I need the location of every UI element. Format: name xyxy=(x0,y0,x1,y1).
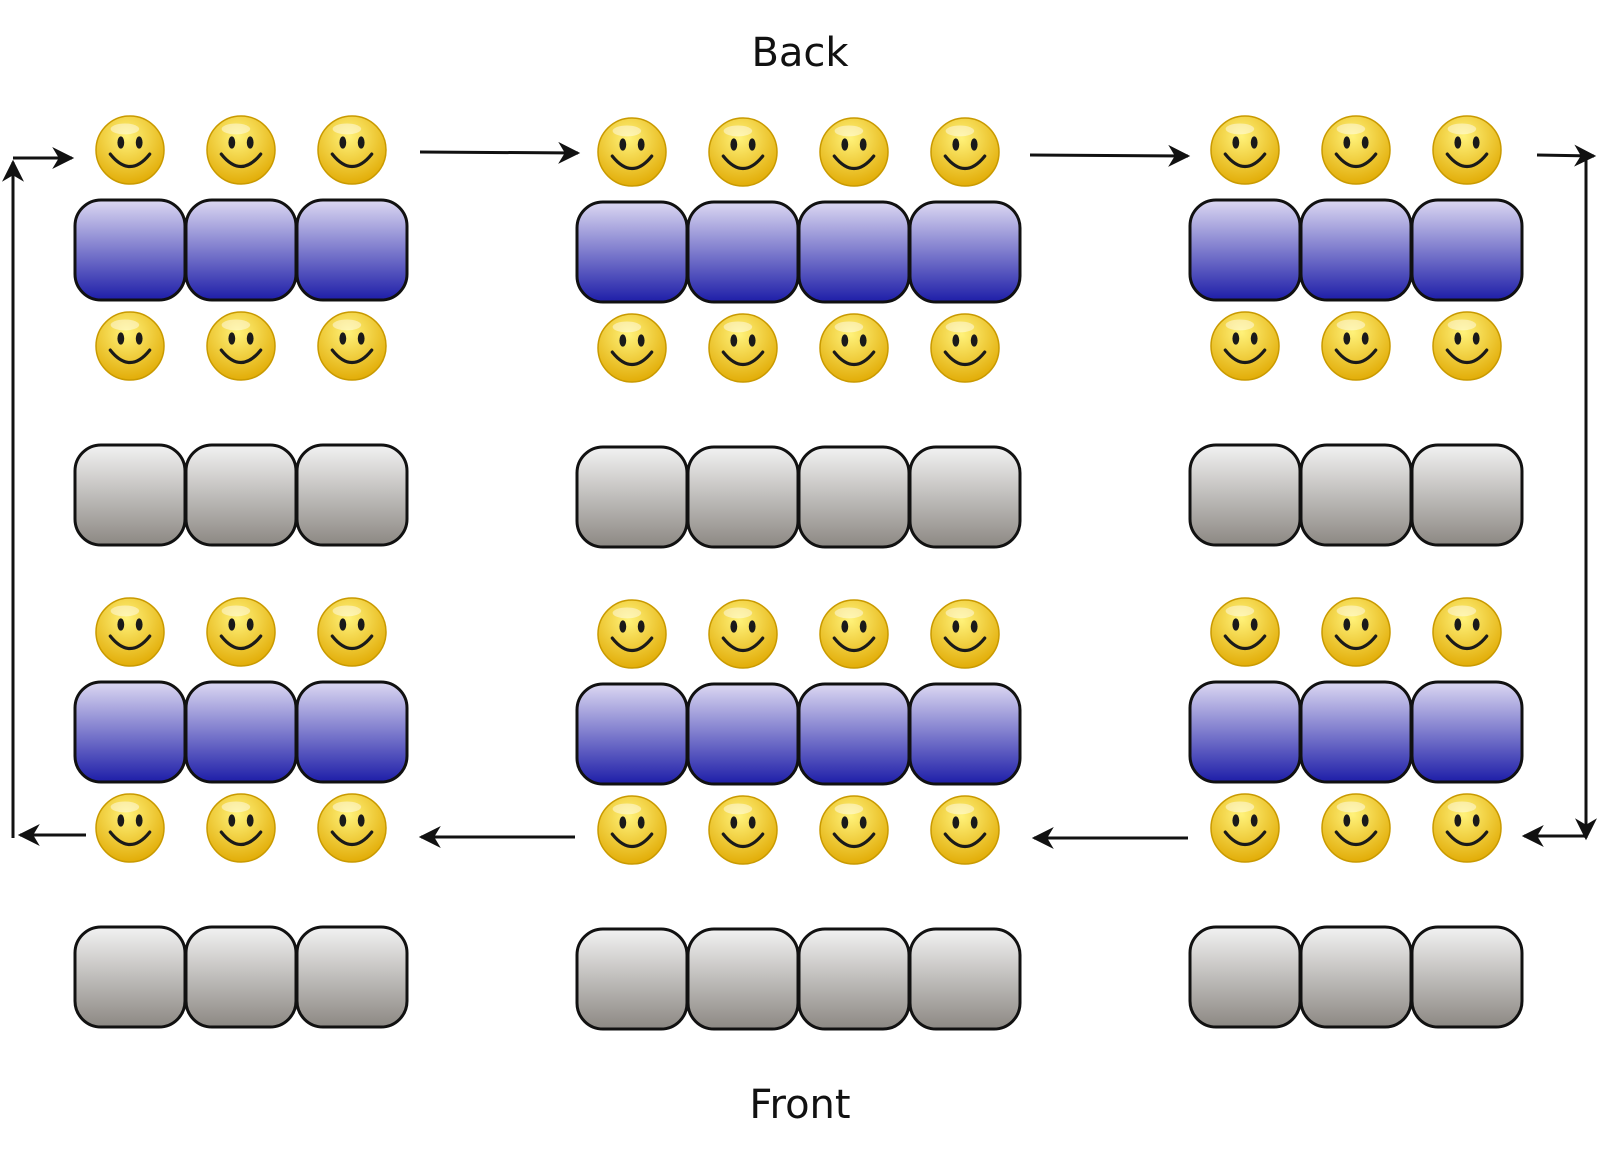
smiley-face-icon xyxy=(707,312,779,384)
desk-block xyxy=(1188,198,1302,302)
table-block xyxy=(575,927,689,1031)
table-block xyxy=(73,443,187,547)
smiley-face-icon xyxy=(707,116,779,188)
smiley-face-icon xyxy=(707,794,779,866)
smiley-face-icon xyxy=(596,312,668,384)
desk-group-back-right xyxy=(1188,114,1524,547)
smiley-face-icon xyxy=(94,114,166,186)
smiley-face-icon xyxy=(205,792,277,864)
smiley-face-icon xyxy=(818,116,890,188)
desk-block xyxy=(797,682,911,786)
desk-block xyxy=(575,682,689,786)
smiley-face-icon xyxy=(596,598,668,670)
smiley-face-icon xyxy=(596,794,668,866)
table-block xyxy=(575,445,689,549)
table-block xyxy=(908,445,1022,549)
desk-block xyxy=(1188,680,1302,784)
desk-block xyxy=(184,680,298,784)
desk-block xyxy=(686,682,800,786)
smiley-face-icon xyxy=(929,598,1001,670)
desk-block xyxy=(575,200,689,304)
desk-block xyxy=(908,682,1022,786)
table-block xyxy=(1188,443,1302,547)
table-block xyxy=(184,443,298,547)
smiley-face-icon xyxy=(707,598,779,670)
smiley-face-icon xyxy=(818,794,890,866)
desk-block xyxy=(295,198,409,302)
desk-group-front-left xyxy=(73,596,409,1029)
arrow-icon xyxy=(1536,144,1597,167)
smiley-face-icon xyxy=(818,312,890,384)
desk-block xyxy=(73,680,187,784)
smiley-face-icon xyxy=(1320,792,1392,864)
desk-block xyxy=(1410,198,1524,302)
smiley-face-icon xyxy=(205,596,277,668)
smiley-face-icon xyxy=(818,598,890,670)
smiley-face-icon xyxy=(596,116,668,188)
table-block xyxy=(686,927,800,1031)
smiley-face-icon xyxy=(1209,114,1281,186)
table-block xyxy=(686,445,800,549)
smiley-face-icon xyxy=(316,114,388,186)
smiley-face-icon xyxy=(316,310,388,382)
desk-block xyxy=(184,198,298,302)
smiley-face-icon xyxy=(205,310,277,382)
table-block xyxy=(797,445,911,549)
table-block xyxy=(1188,925,1302,1029)
smiley-face-icon xyxy=(1320,114,1392,186)
smiley-face-icon xyxy=(1431,310,1503,382)
desk-block xyxy=(73,198,187,302)
back-label: Back xyxy=(751,30,849,76)
table-block xyxy=(184,925,298,1029)
table-block xyxy=(1410,925,1524,1029)
arrow-icon xyxy=(419,141,581,164)
table-block xyxy=(73,925,187,1029)
smiley-face-icon xyxy=(205,114,277,186)
table-block xyxy=(1410,443,1524,547)
table-block xyxy=(295,925,409,1029)
table-block xyxy=(295,443,409,547)
smiley-face-icon xyxy=(316,792,388,864)
desk-block xyxy=(908,200,1022,304)
smiley-face-icon xyxy=(94,792,166,864)
table-block xyxy=(908,927,1022,1031)
smiley-face-icon xyxy=(1431,792,1503,864)
desk-group-back-left xyxy=(73,114,409,547)
desk-block xyxy=(1299,680,1413,784)
rotation-arrows xyxy=(1,141,1597,849)
smiley-face-icon xyxy=(1320,310,1392,382)
smiley-face-icon xyxy=(94,310,166,382)
desk-block xyxy=(686,200,800,304)
desk-group-front-center xyxy=(575,598,1022,1031)
smiley-face-icon xyxy=(929,312,1001,384)
desk-block xyxy=(1299,198,1413,302)
table-block xyxy=(797,927,911,1031)
smiley-face-icon xyxy=(1431,596,1503,668)
desk-group-front-right xyxy=(1188,596,1524,1029)
desk-group-back-center xyxy=(575,116,1022,549)
table-block xyxy=(1299,925,1413,1029)
smiley-face-icon xyxy=(1209,792,1281,864)
smiley-face-icon xyxy=(1209,310,1281,382)
smiley-face-icon xyxy=(1431,114,1503,186)
desk-block xyxy=(295,680,409,784)
smiley-face-icon xyxy=(94,596,166,668)
smiley-face-icon xyxy=(1209,596,1281,668)
desk-block xyxy=(797,200,911,304)
smiley-face-icon xyxy=(1320,596,1392,668)
arrow-icon xyxy=(1029,144,1191,167)
desk-groups xyxy=(73,114,1524,1031)
table-block xyxy=(1299,443,1413,547)
smiley-face-icon xyxy=(929,116,1001,188)
desk-block xyxy=(1410,680,1524,784)
smiley-face-icon xyxy=(316,596,388,668)
smiley-face-icon xyxy=(929,794,1001,866)
front-label: Front xyxy=(749,1082,850,1128)
